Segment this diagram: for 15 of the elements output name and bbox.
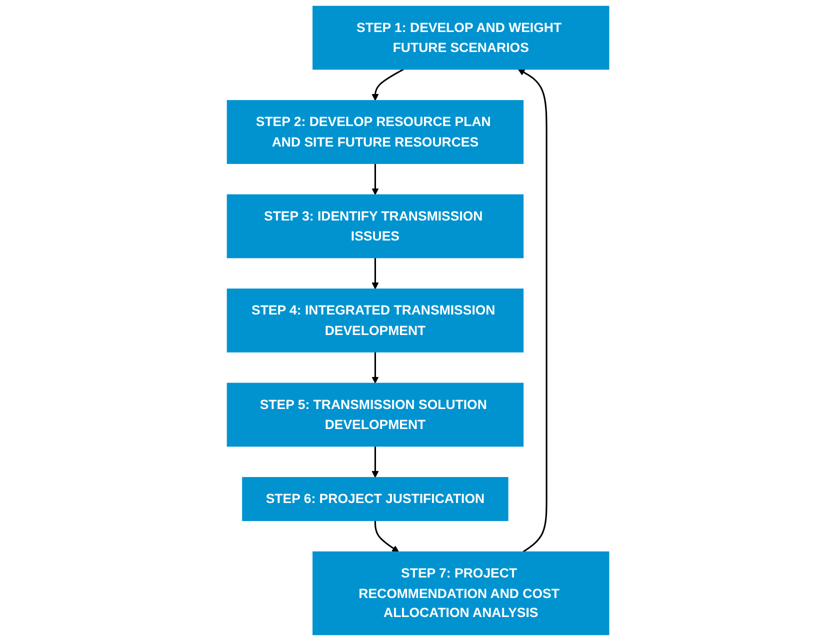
node-box: [227, 100, 524, 164]
node-box: [242, 477, 509, 522]
arrow: [372, 258, 380, 290]
arrow: [372, 68, 404, 101]
node-box: [312, 551, 610, 636]
arrow: [374, 520, 400, 552]
arrow: [372, 352, 380, 384]
node-box: [227, 382, 524, 447]
arrow: [372, 164, 380, 196]
flowchart-drawing: STEP 1: DEVELOP AND WEIGHT FUTURE SCENARIOS STEP 2: DEVELOP RESOURCE PLAN AND SITE FUTURE RESOURCES STEP 3: IDENTIFY TRANSMISSION ISSUES STEP 4: INTEGRATED TRANSMISSION DEVELOPMENT STEP 5: TRANSMISSION SOLUTION DEVELOPMENT STEP 6: PROJECT JUSTIFICATION STEP 7: PROJECT RECOMMENDATION AND COST ALLOCATION ANALYSIS: [221, 0, 616, 641]
node-box: [227, 194, 524, 258]
arrow: [372, 446, 380, 478]
arrow: [518, 69, 548, 552]
node-box: [227, 288, 524, 352]
node-box: [312, 6, 610, 70]
